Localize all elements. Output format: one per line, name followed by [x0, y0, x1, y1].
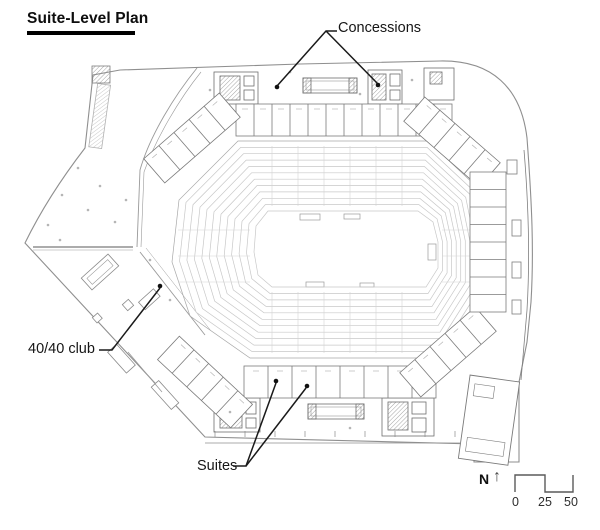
scale-tick-0: 0 [512, 495, 519, 509]
suite-band-southwest [156, 335, 254, 429]
bowl-aisles [178, 146, 484, 353]
leader-dot [375, 82, 381, 88]
right-inner-wall [506, 149, 530, 381]
plaza-walls [33, 67, 212, 336]
floor-markings [299, 213, 437, 288]
label-club: 40/40 club [28, 341, 95, 357]
suite-band-right [469, 171, 507, 313]
scale-tick-50: 50 [564, 495, 578, 509]
north-arrow-icon: ↑ [493, 468, 501, 485]
club-furniture [80, 253, 180, 411]
concession-stand-bottom-right [381, 397, 435, 437]
page-title: Suite-Level Plan [27, 10, 149, 27]
entry-ramp [88, 65, 112, 150]
leader-dot [157, 283, 163, 289]
suite-band-northwest [143, 92, 241, 184]
bottom-corridor-ticks [214, 431, 456, 437]
scale-tick-25: 25 [538, 495, 552, 509]
leader-dot [274, 84, 280, 90]
leader-dot [304, 383, 310, 389]
title-underline [27, 31, 135, 35]
scale-bar [514, 474, 574, 493]
label-concessions: Concessions [338, 20, 422, 36]
escalator-bottom [307, 403, 365, 420]
escalator-top [302, 77, 358, 94]
leader-concessions-right [325, 30, 379, 85]
leader-suites-left [233, 382, 277, 467]
loading-dock-wing [457, 374, 521, 466]
label-suites: Suites [197, 458, 238, 474]
leader-concessions-left [276, 30, 337, 87]
leader-club [99, 287, 161, 351]
leader-dot [273, 378, 279, 384]
suite-band-southeast [399, 306, 497, 398]
leader-suites-right [245, 387, 307, 467]
outer-boundary [24, 60, 533, 463]
structural-columns [46, 70, 414, 430]
north-label: N [479, 471, 490, 487]
concession-stand-top-right [367, 67, 455, 105]
